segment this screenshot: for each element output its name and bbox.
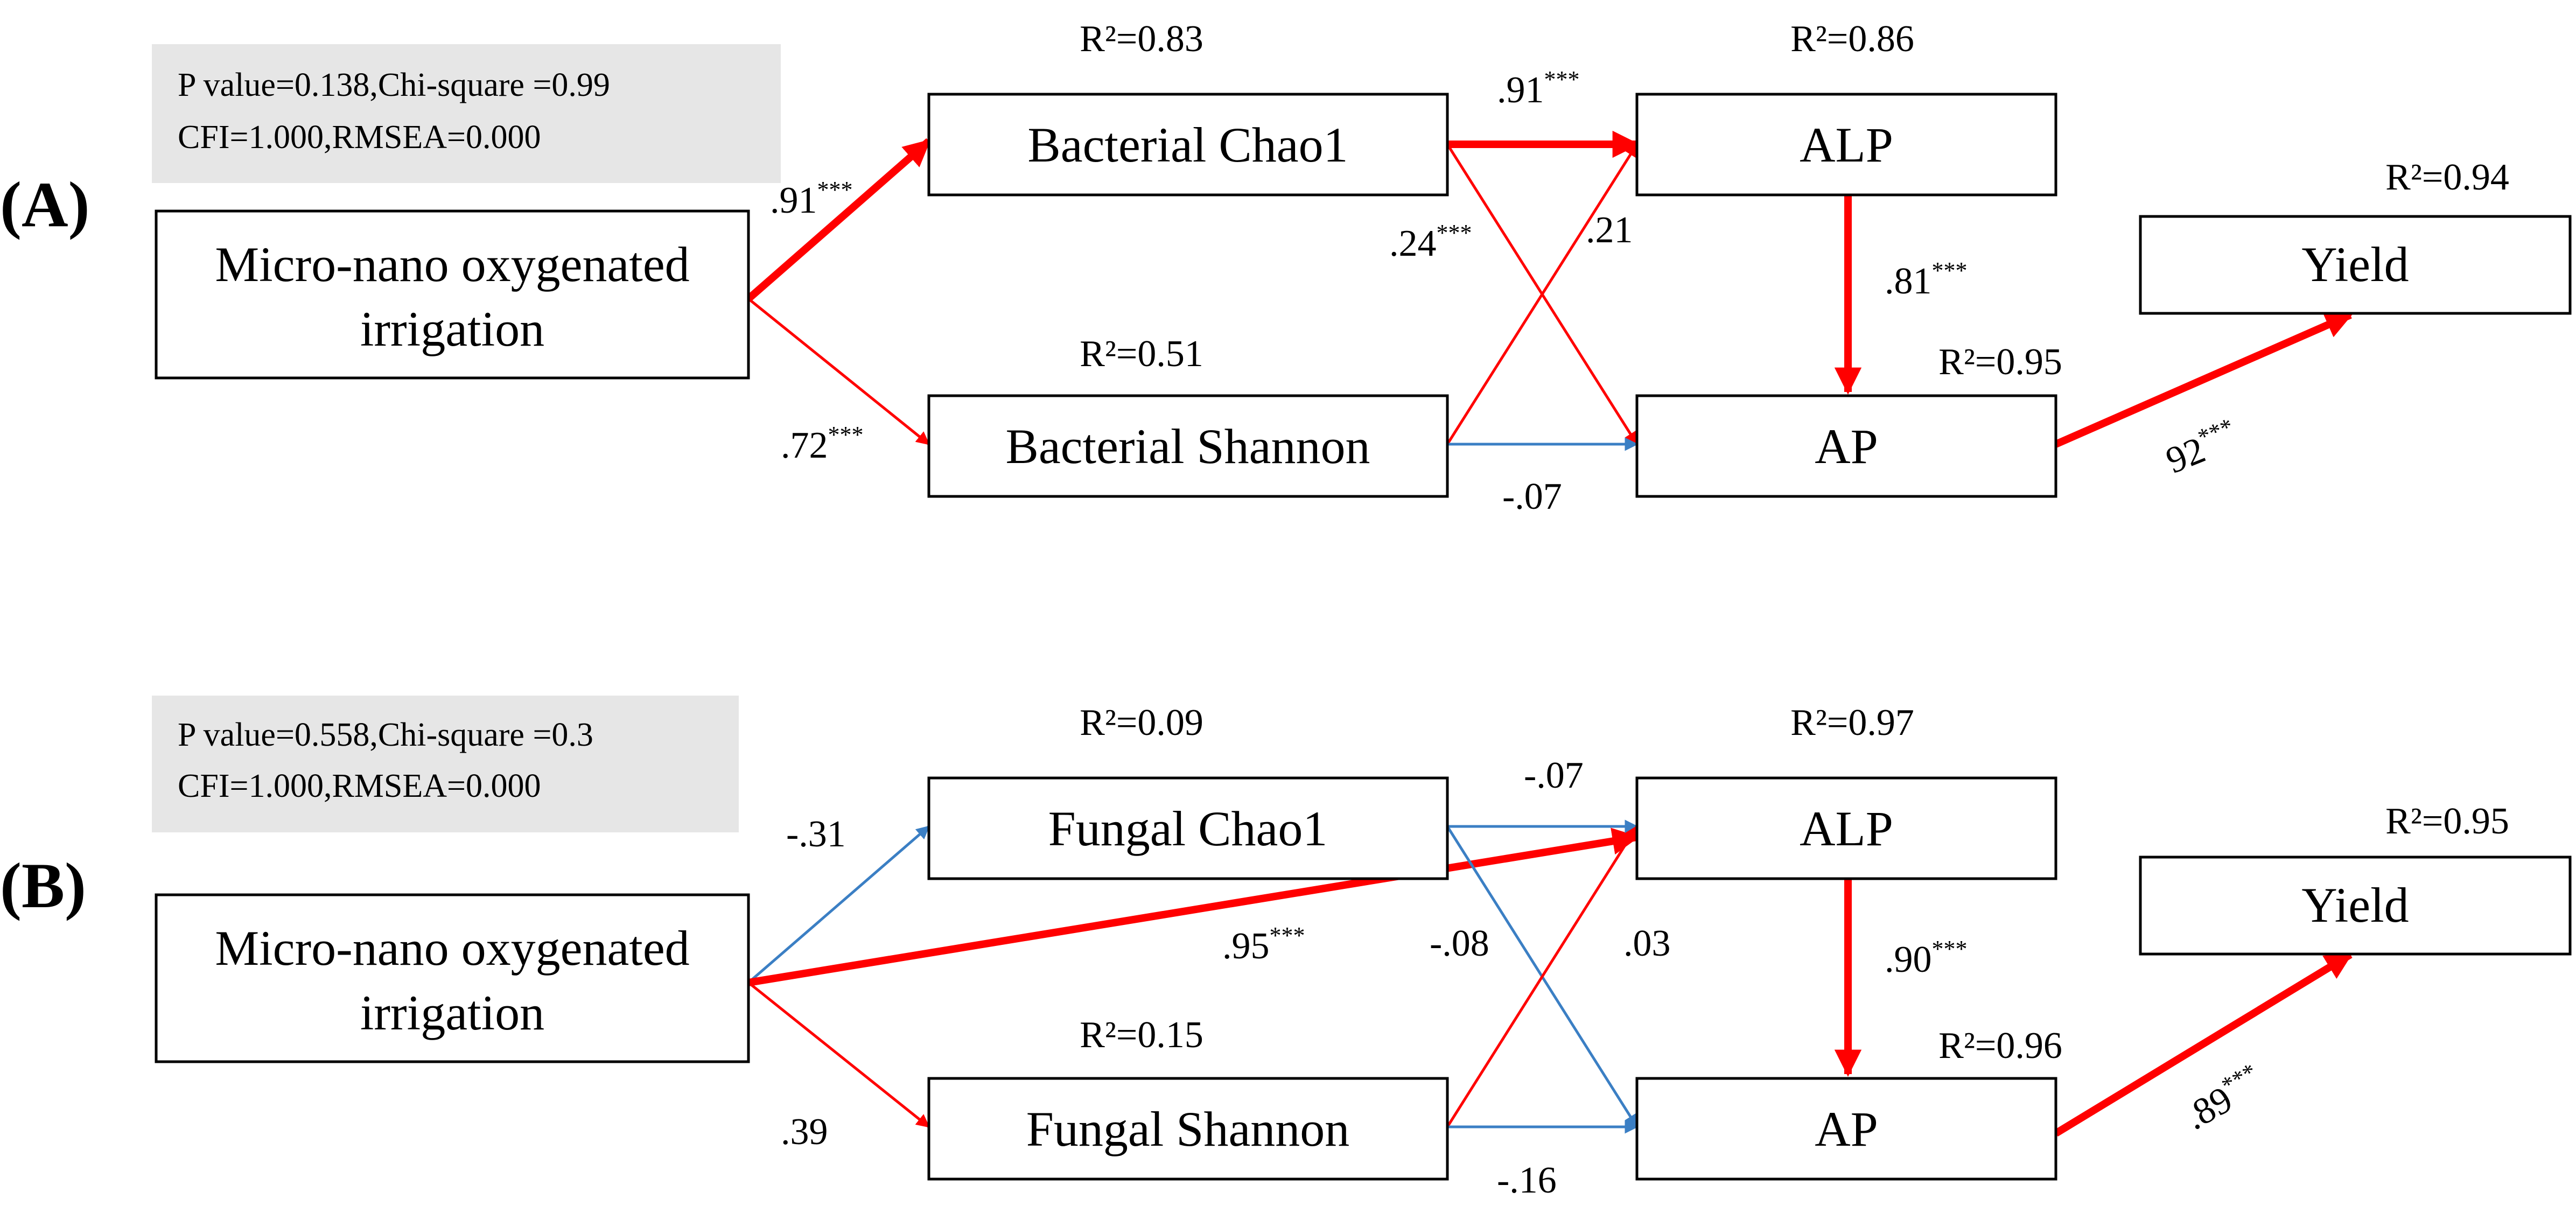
node-a-shan-label: Bacterial Shannon [1005,419,1370,474]
coef-a-ap-yield: 92*** [2159,413,2244,482]
node-a-yield-r2: R²=0.94 [2385,157,2509,198]
coef-b-ap-yield: .89*** [2176,1058,2270,1138]
panel-b-fit-box [152,696,739,832]
node-b-yield-r2: R²=0.95 [2385,801,2509,842]
panel-a-label: (A) [0,169,90,240]
node-b-alp-label: ALP [1800,801,1893,856]
panel-a-fit-box [152,44,781,183]
panel-b: (B) P value=0.558,Chi-square =0.3 CFI=1.… [0,696,2572,1201]
coef-b-mnoi-shan: .39 [781,1111,828,1153]
coef-a-chao-ap: .24*** [1389,220,1472,264]
panel-b-paths [747,819,2353,1137]
node-a-shan-r2: R²=0.51 [1080,333,1203,375]
node-a-alp-label: ALP [1800,117,1893,172]
panel-a-paths [746,130,2353,451]
node-b-ap: AP R²=0.96 [1635,1025,2062,1181]
node-b-yield: Yield R²=0.95 [2139,801,2572,956]
node-b-mnoi-line1: Micro-nano oxygenated [215,921,689,976]
path-a-ap-yield [2054,311,2353,448]
node-a-mnoi-line2: irrigation [360,302,544,356]
node-a-alp-r2: R²=0.86 [1790,18,1914,60]
node-a-shan: Bacterial Shannon R²=0.51 [927,333,1449,498]
path-b-shan-alp [1446,825,1639,1128]
path-a-shan-alp [1446,143,1639,445]
path-b-ap-yield [2054,951,2353,1137]
coef-b-shan-ap: -.16 [1497,1160,1557,1201]
node-a-chao-label: Bacterial Chao1 [1027,117,1348,172]
coef-a-shan-ap: -.07 [1502,476,1562,517]
coef-b-chao-ap: -.08 [1430,923,1489,964]
coef-a-mnoi-chao: .91*** [770,177,853,221]
node-a-mnoi: Micro-nano oxygenated irrigation [155,209,750,380]
path-a-mnoi-chao [746,138,932,302]
path-b-mnoi-chao [747,825,930,984]
path-b-mnoi-alp [747,828,1640,986]
panel-b-fit-line1: P value=0.558,Chi-square =0.3 [178,717,593,753]
node-a-chao-r2: R²=0.83 [1080,18,1203,60]
coef-a-alp-ap: .81*** [1885,257,1968,302]
coef-b-alp-ap: .90*** [1885,936,1968,980]
panel-b-coefs: -.31 .39 .95*** -.07 -.08 .03 -.16 .90**… [781,755,2270,1201]
coef-a-shan-alp: .21 [1586,209,1633,251]
node-b-shan-label: Fungal Shannon [1026,1102,1350,1156]
node-b-mnoi: Micro-nano oxygenated irrigation [155,893,750,1063]
node-a-yield: Yield R²=0.94 [2139,157,2572,315]
node-b-alp: ALP R²=0.97 [1635,702,2057,880]
node-b-yield-label: Yield [2301,878,2409,932]
node-b-chao-r2: R²=0.09 [1080,702,1203,744]
node-a-yield-label: Yield [2301,237,2409,292]
node-b-shan-r2: R²=0.15 [1080,1014,1203,1056]
node-a-chao: Bacterial Chao1 R²=0.83 [927,18,1449,197]
node-b-alp-r2: R²=0.97 [1790,702,1914,744]
node-a-alp: ALP R²=0.86 [1635,18,2057,197]
panel-a: (A) P value=0.138,Chi-square =0.99 CFI=1… [0,18,2572,517]
coef-a-chao-alp: .91*** [1497,66,1580,111]
node-b-chao-label: Fungal Chao1 [1048,801,1328,856]
coef-b-chao-alp: -.07 [1524,755,1584,796]
panel-a-fit-line2: CFI=1.000,RMSEA=0.000 [178,119,541,156]
node-a-ap-label: AP [1815,419,1878,474]
node-a-ap: AP R²=0.95 [1635,341,2062,498]
node-a-mnoi-line1: Micro-nano oxygenated [215,237,689,292]
path-a-mnoi-shan [747,298,930,445]
node-b-chao: Fungal Chao1 R²=0.09 [927,702,1449,880]
panel-b-label: (B) [0,850,86,921]
panel-b-fit-line2: CFI=1.000,RMSEA=0.000 [178,768,541,804]
node-b-mnoi-line2: irrigation [360,985,544,1040]
coef-b-mnoi-alp: .95*** [1222,922,1305,967]
node-b-ap-label: AP [1815,1102,1878,1156]
coef-b-mnoi-chao: -.31 [786,814,846,855]
coef-b-shan-alp: .03 [1623,923,1671,964]
panel-a-fit-line1: P value=0.138,Chi-square =0.99 [178,67,610,103]
path-b-mnoi-shan [747,981,930,1128]
coef-a-mnoi-shan: .72*** [781,422,864,466]
node-b-shan: Fungal Shannon R²=0.15 [927,1014,1449,1181]
node-b-ap-r2: R²=0.96 [1938,1025,2062,1067]
node-a-ap-r2: R²=0.95 [1938,341,2062,383]
